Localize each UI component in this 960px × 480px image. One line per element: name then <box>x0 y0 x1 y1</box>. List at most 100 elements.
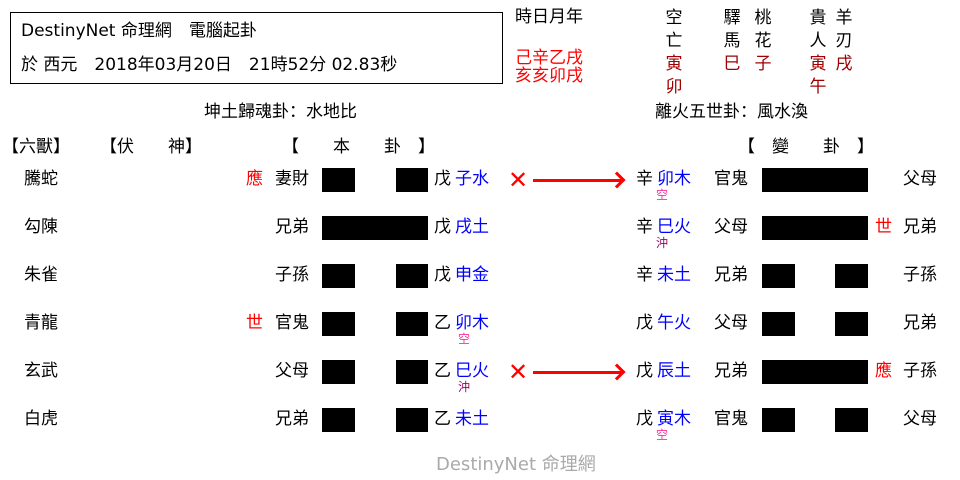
shensha-value: 子 <box>754 54 772 74</box>
stem: 戊 <box>434 217 451 237</box>
changed-yang-line <box>762 216 868 240</box>
changed-stem: 辛 <box>636 217 653 237</box>
six-relative: 子孫 <box>275 265 309 285</box>
shensha-column: 貴人寅午 <box>806 7 830 99</box>
yin-line-left <box>322 360 355 384</box>
changed-branch-element: 巳火 <box>657 217 691 237</box>
stem: 乙 <box>434 313 451 333</box>
shensha-title: 桃 <box>754 8 772 28</box>
changed-branch-element: 午火 <box>657 313 691 333</box>
arrow-line <box>533 371 621 374</box>
yin-line-left <box>322 312 355 336</box>
changed-branch-element: 未土 <box>657 265 691 285</box>
shensha-title: 人 <box>809 31 827 51</box>
branch-element: 未土 <box>455 409 489 429</box>
header-box: DestinyNet 命理網 電腦起卦 於 西元 2018年03月20日 21時… <box>10 12 503 84</box>
void-mark: 空 <box>656 428 669 442</box>
original-gua-title: 坤土歸魂卦：水地比 <box>204 102 357 122</box>
changed-yin-line-right <box>835 312 868 336</box>
pillars-label: 時日月年 <box>515 7 583 27</box>
header-title: DestinyNet 命理網 電腦起卦 <box>21 21 257 41</box>
header-six-beasts: 【六獸】 <box>2 137 70 157</box>
response-marker: 應 <box>246 169 263 189</box>
changed-yin-line-left <box>762 264 795 288</box>
world-marker: 世 <box>875 217 892 237</box>
stem: 乙 <box>434 361 451 381</box>
branch-element: 卯木 <box>455 313 489 333</box>
yin-line-left <box>322 408 355 432</box>
void-mark: 空 <box>458 332 471 346</box>
changed-relative-right: 子孫 <box>903 265 937 285</box>
changed-relative: 父母 <box>714 313 748 333</box>
changed-stem: 辛 <box>636 265 653 285</box>
world-marker: 世 <box>246 313 263 333</box>
shensha-title: 羊 <box>835 8 853 28</box>
shensha-title: 貴 <box>809 8 827 28</box>
changed-yin-line-right <box>835 408 868 432</box>
six-relative: 妻財 <box>275 169 309 189</box>
yin-line-left <box>322 168 355 192</box>
stem: 戊 <box>434 169 451 189</box>
changed-relative-right: 兄弟 <box>903 313 937 333</box>
six-relative: 官鬼 <box>275 313 309 333</box>
header-datetime: 於 西元 2018年03月20日 21時52分 02.83秒 <box>21 55 398 75</box>
six-beast: 朱雀 <box>24 265 58 285</box>
changed-relative: 官鬼 <box>714 169 748 189</box>
branch-element: 申金 <box>455 265 489 285</box>
yin-line-right <box>396 168 428 192</box>
six-relative: 兄弟 <box>275 217 309 237</box>
changed-yin-line-left <box>762 312 795 336</box>
changed-relative-right: 父母 <box>903 409 937 429</box>
header-hidden-god: 【伏 神】 <box>100 137 202 157</box>
changed-stem: 辛 <box>636 169 653 189</box>
response-marker: 應 <box>875 361 892 381</box>
arrow-head-icon <box>608 363 626 381</box>
shensha-value: 巳 <box>723 54 741 74</box>
six-relative: 兄弟 <box>275 409 309 429</box>
header-original-gua: 【 本 卦 】 <box>282 137 435 157</box>
arrow-line <box>533 179 621 182</box>
six-beast: 勾陳 <box>24 217 58 237</box>
pillars-stems: 己辛乙戌 <box>515 48 583 68</box>
shensha-title: 亡 <box>665 31 683 51</box>
clash-mark: 沖 <box>656 236 669 250</box>
void-mark: 空 <box>656 188 669 202</box>
changed-stem: 戊 <box>636 313 653 333</box>
shensha-value: 戌 <box>835 54 853 74</box>
six-beast: 白虎 <box>24 409 58 429</box>
shensha-column: 空亡寅卯 <box>662 7 686 99</box>
changed-relative-right: 父母 <box>903 169 937 189</box>
changed-relative: 父母 <box>714 217 748 237</box>
six-relative: 父母 <box>275 361 309 381</box>
yin-line-right <box>396 360 428 384</box>
arrow-head-icon <box>608 171 626 189</box>
changed-stem: 戊 <box>636 361 653 381</box>
clash-mark: 沖 <box>458 380 471 394</box>
stem: 戊 <box>434 265 451 285</box>
changed-yang-line <box>762 360 868 384</box>
yin-line-right <box>396 312 428 336</box>
changed-relative-right: 兄弟 <box>903 217 937 237</box>
shensha-title: 驛 <box>723 8 741 28</box>
moving-x-icon: ✕ <box>508 358 529 386</box>
stem: 乙 <box>434 409 451 429</box>
branch-element: 戌土 <box>455 217 489 237</box>
six-beast: 玄武 <box>24 361 58 381</box>
changed-relative-right: 子孫 <box>903 361 937 381</box>
branch-element: 巳火 <box>455 361 489 381</box>
yang-line <box>322 216 428 240</box>
shensha-value: 寅 <box>809 54 827 74</box>
shensha-title: 刃 <box>835 31 853 51</box>
changed-yang-line <box>762 168 868 192</box>
branch-element: 子水 <box>455 169 489 189</box>
changed-gua-title: 離火五世卦：風水渙 <box>655 102 808 122</box>
shensha-title: 馬 <box>723 31 741 51</box>
shensha-value: 寅 <box>665 54 683 74</box>
six-beast: 青龍 <box>24 313 58 333</box>
header-changed-gua: 【 變 卦 】 <box>738 137 874 157</box>
shensha-column: 羊刃戌 <box>832 7 856 76</box>
yin-line-right <box>396 408 428 432</box>
shensha-column: 驛馬巳 <box>720 7 744 76</box>
shensha-column: 桃花子 <box>751 7 775 76</box>
pillars-branches: 亥亥卯戌 <box>515 66 583 86</box>
